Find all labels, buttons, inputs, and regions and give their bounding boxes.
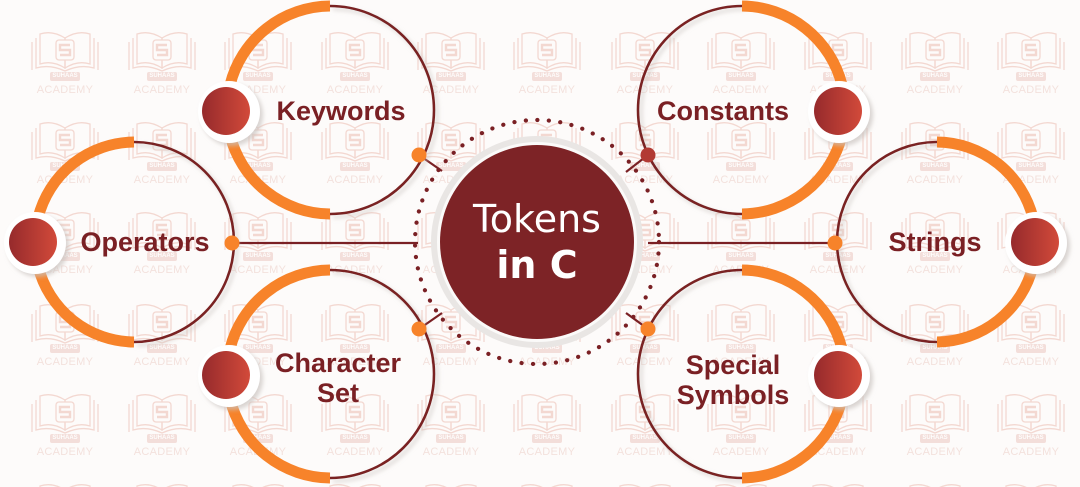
strings-connector-dot (827, 235, 843, 251)
operators-bullet-icon (4, 212, 66, 274)
node-strings-label: Strings (888, 227, 982, 257)
connector-dots (224, 147, 843, 337)
character-set-line2: Set (316, 378, 360, 408)
node-bullets (4, 81, 1067, 407)
constants-bullet-icon (808, 81, 870, 143)
center-title-line1: Tokens (473, 197, 601, 241)
node-character-set-label: Character Set (275, 348, 401, 408)
center-title: Tokens in C (473, 196, 601, 288)
node-constants-label: Constants (656, 96, 790, 126)
keywords-bullet-icon (198, 81, 260, 143)
keywords-connector-dot (411, 147, 427, 163)
node-operators-label: Operators (80, 227, 210, 257)
special-symbols-ring (636, 264, 848, 484)
node-special-symbols-label: Special Symbols (677, 350, 790, 410)
center-circle (440, 145, 634, 339)
character-set-ring (224, 264, 436, 484)
constants-connector-dot (640, 147, 656, 163)
character-set-bullet-icon (198, 345, 260, 407)
center-dotted-ring (412, 117, 662, 367)
constants-ring (636, 0, 848, 220)
keywords-ring (224, 0, 436, 220)
operators-connector-dot (224, 235, 240, 251)
special-symbols-bullet-icon (808, 345, 870, 407)
center-title-line2: in C (496, 243, 578, 287)
character-set-connector-dot (411, 321, 427, 337)
special-symbols-connector-dot (640, 321, 656, 337)
special-symbols-line2: Symbols (676, 380, 790, 410)
node-keywords-label: Keywords (276, 96, 406, 126)
character-set-line1: Character (274, 348, 402, 378)
strings-bullet-icon (1005, 212, 1067, 274)
special-symbols-line1: Special (685, 350, 781, 380)
